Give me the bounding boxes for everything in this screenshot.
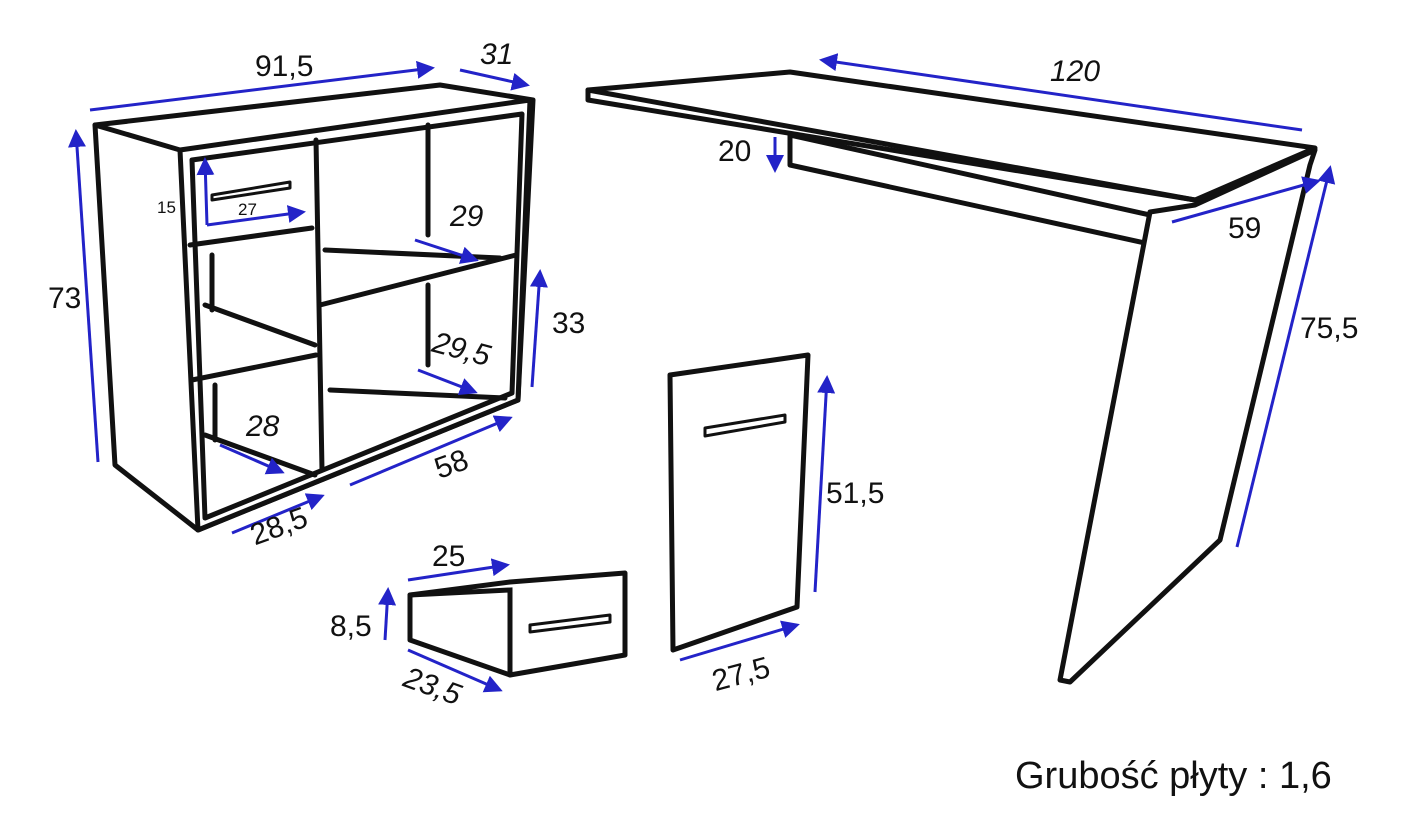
- drawer-drawing: [407, 570, 628, 678]
- right-compartment-height-label: 33: [552, 307, 586, 340]
- desk-depth-label: 59: [1228, 212, 1262, 245]
- desk-drawing: [585, 69, 1318, 685]
- drawer-slot-width-label: 27: [238, 200, 257, 219]
- cabinet-drawing: [92, 82, 536, 533]
- shelf-top-right-label: 29: [450, 200, 484, 233]
- desk-panel-height-label: 20: [718, 135, 752, 168]
- shelf-bottom-left-label: 28: [246, 410, 280, 443]
- dimension-arrows: [68, 53, 1336, 693]
- desk-length-label: 120: [1050, 55, 1101, 88]
- door-drawing: [667, 352, 811, 653]
- cabinet-depth-label: 31: [480, 38, 514, 71]
- cabinet-width-label: 91,5: [255, 50, 314, 83]
- cabinet-height-label: 73: [48, 282, 82, 315]
- board-thickness-note: Grubość płyty : 1,6: [1015, 755, 1332, 797]
- drawer-width-label: 25: [432, 540, 466, 573]
- drawer-height-label: 8,5: [330, 610, 372, 643]
- desk-height-label: 75,5: [1300, 312, 1359, 345]
- drawer-slot-height-label: 15: [157, 198, 176, 217]
- door-height-label: 51,5: [826, 477, 885, 510]
